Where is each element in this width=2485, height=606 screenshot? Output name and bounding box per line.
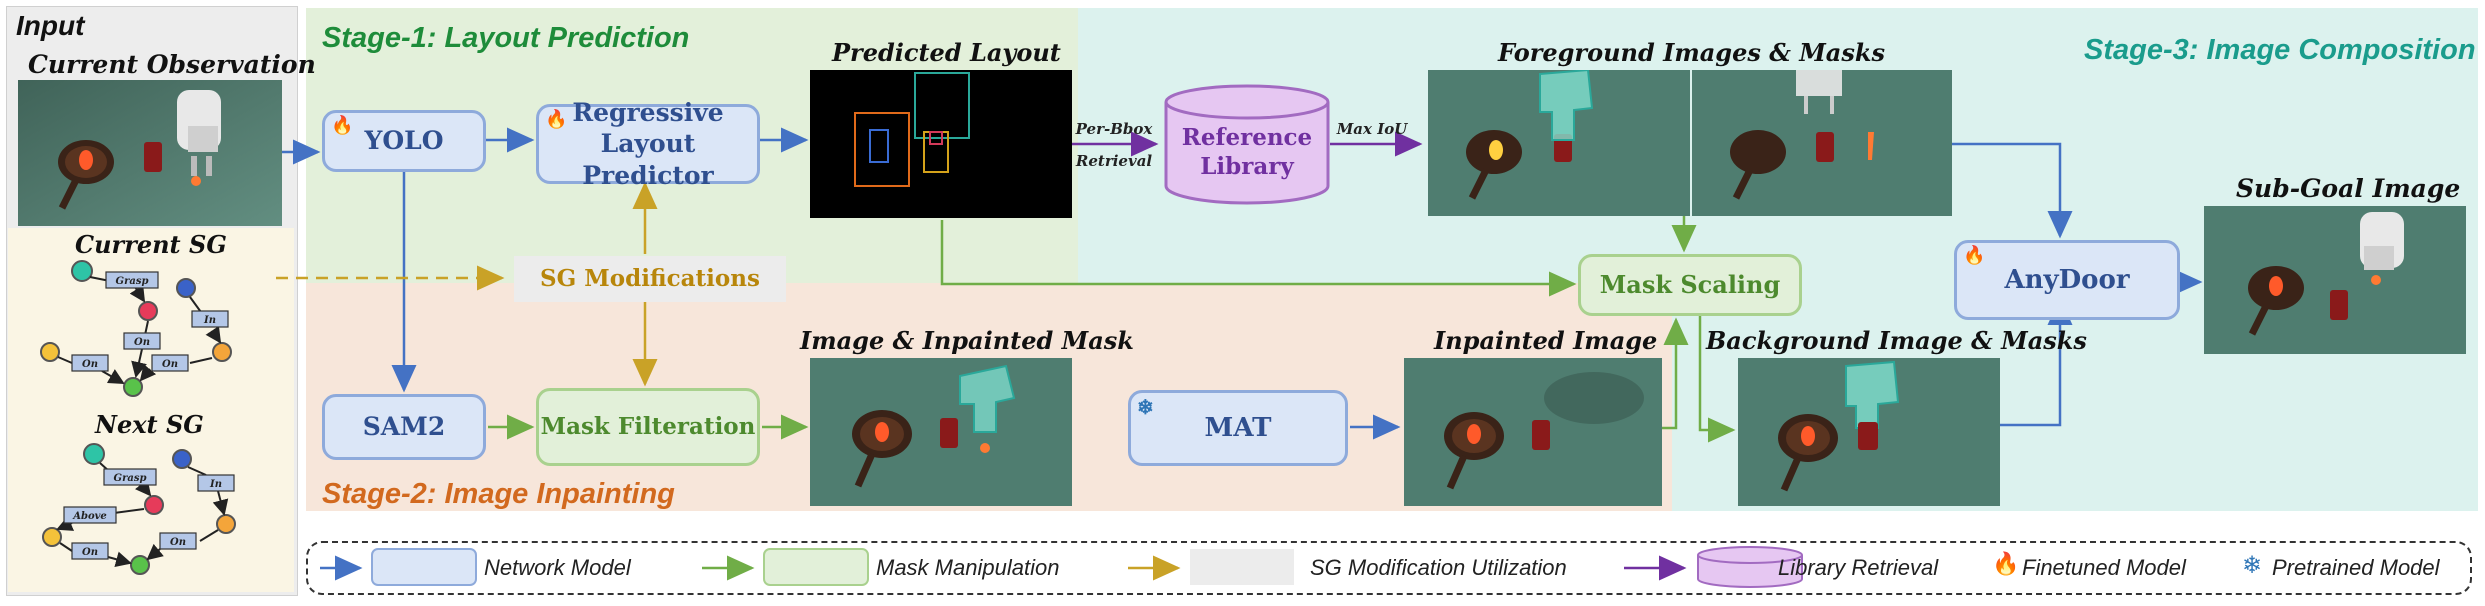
- next-scene-graph: Grasp In Above On On: [42, 443, 236, 575]
- stage1-title: Stage-1: Layout Prediction: [322, 22, 690, 54]
- finetuned-icon: 🔥: [331, 115, 354, 136]
- sub-goal-caption: Sub-Goal Image: [2236, 174, 2461, 203]
- sg-node-d: [123, 377, 143, 397]
- legend-network-swatch: [371, 548, 477, 586]
- sg-node-c: [40, 342, 60, 362]
- sam2-node: SAM2: [322, 394, 486, 460]
- foreground-image-1: [1428, 70, 1690, 216]
- next-sg-edge-grasp: Grasp: [114, 473, 147, 484]
- sg-node-object: [138, 301, 158, 321]
- legend-network-model: Network Model: [484, 555, 631, 580]
- sg-node-robot: [71, 260, 93, 282]
- regressive-layout-predictor-node: 🔥 Regressive Layout Predictor: [536, 98, 760, 190]
- reference-library-label: Reference Library: [1181, 124, 1313, 180]
- legend-mask-swatch: [763, 548, 869, 586]
- max-iou-label: Max IoU: [1336, 120, 1409, 138]
- per-bbox-label: Per-Bbox: [1075, 120, 1154, 138]
- sg-edge-on-3: On: [162, 359, 178, 370]
- legend-pretrained-model: Pretrained Model: [2272, 555, 2440, 580]
- image-inpainted-mask-caption: Image & Inpainted Mask: [800, 326, 1134, 355]
- legend-library-retrieval: Library Retrieval: [1778, 555, 1939, 580]
- next-sg-edge-on-2: On: [170, 537, 186, 548]
- inpainted-image: [1404, 358, 1662, 506]
- stage2-title: Stage-2: Image Inpainting: [322, 478, 675, 510]
- sg-modifications-node: SG Modifications: [514, 256, 786, 302]
- anydoor-node: 🔥 AnyDoor: [1954, 240, 2180, 320]
- current-observation-label: Current Observation: [28, 50, 316, 79]
- reference-library-node: [1164, 84, 1330, 205]
- inpainted-image-caption: Inpainted Image: [1434, 326, 1658, 355]
- legend-sg-modification: SG Modification Utilization: [1310, 555, 1567, 580]
- current-sg-label: Current SG: [75, 230, 227, 259]
- next-sg-edge-above: Above: [72, 511, 107, 522]
- legend-finetuned-icon: 🔥: [1992, 552, 2020, 577]
- sg-edge-on-2: On: [82, 359, 98, 370]
- image-inpainted-mask-image: [810, 358, 1072, 506]
- legend-pretrained-icon: ❄: [2242, 551, 2263, 579]
- sg-node-b: [212, 342, 232, 362]
- background-image: [1738, 358, 2000, 506]
- mask-filteration-node: Mask Filteration: [536, 388, 760, 466]
- sg-node-a: [176, 278, 196, 298]
- yolo-node: 🔥 YOLO: [322, 110, 486, 172]
- finetuned-icon: 🔥: [545, 109, 568, 130]
- mask-scaling-node: Mask Scaling: [1578, 254, 1802, 316]
- next-sg-edge-on-1: On: [82, 547, 98, 558]
- pretrained-icon: ❄: [1137, 395, 1154, 419]
- input-title: Input: [16, 10, 85, 41]
- predicted-layout-caption: Predicted Layout: [832, 38, 1061, 67]
- legend: [306, 541, 2472, 595]
- sg-edge-grasp: Grasp: [116, 276, 149, 287]
- retrieval-label: Retrieval: [1075, 152, 1153, 170]
- legend-graphics: [320, 546, 1803, 588]
- stage3-title: Stage-3: Image Composition: [2084, 34, 2476, 66]
- current-observation-image: [18, 80, 282, 226]
- predicted-layout-image: [810, 70, 1072, 218]
- next-sg-edge-in: In: [209, 479, 222, 490]
- mat-node: ❄ MAT: [1128, 390, 1348, 466]
- sg-edge-on-1: On: [134, 337, 150, 348]
- legend-mask-manipulation: Mask Manipulation: [876, 555, 1060, 580]
- sg-edge-in: In: [203, 315, 216, 326]
- background-caption: Background Image & Masks: [1706, 326, 2087, 355]
- sub-goal-image: [2204, 206, 2466, 354]
- legend-library-cylinder: [1697, 555, 1803, 588]
- foreground-image-2: [1692, 70, 1952, 216]
- legend-sg-swatch: [1190, 549, 1294, 585]
- next-sg-label: Next SG: [95, 410, 204, 439]
- finetuned-icon: 🔥: [1963, 245, 1986, 266]
- current-scene-graph: Grasp On In On On: [40, 260, 232, 397]
- legend-finetuned-model: Finetuned Model: [2022, 555, 2186, 580]
- foreground-caption: Foreground Images & Masks: [1498, 38, 1885, 67]
